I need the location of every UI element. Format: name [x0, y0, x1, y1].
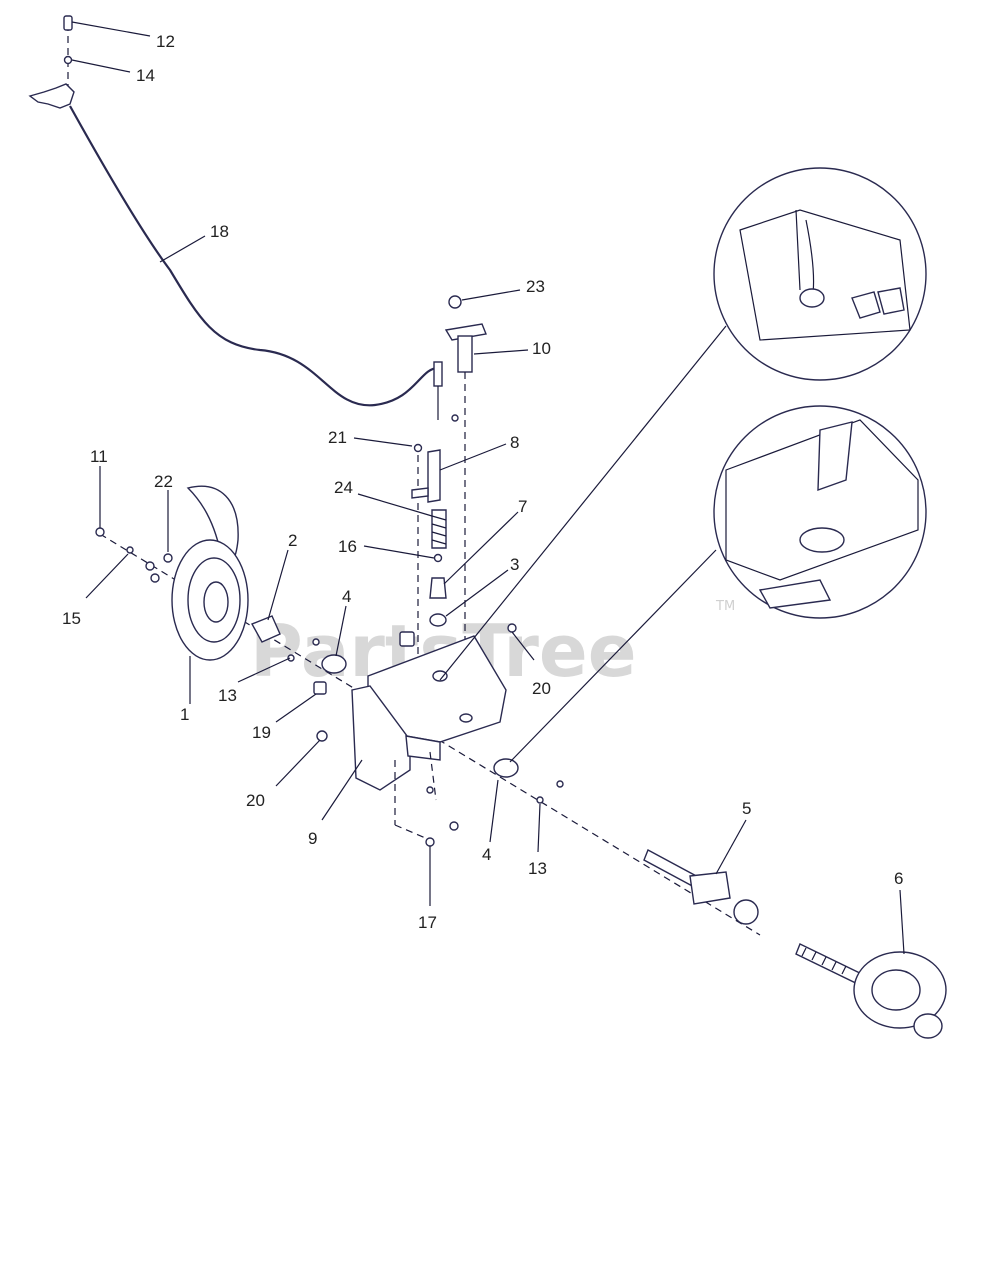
bearing-part-4-right	[493, 758, 519, 778]
callout-24: 24	[334, 478, 353, 497]
callout-22: 22	[154, 472, 173, 491]
bolt-part-20-right	[507, 623, 517, 633]
control-cable-part-18	[69, 105, 439, 407]
mounting-bracket-part-9	[316, 623, 517, 847]
callout-4-left: 4	[342, 587, 351, 606]
callout-10: 10	[532, 339, 551, 358]
pin-part-12	[63, 15, 73, 31]
coupler-part-5	[689, 871, 731, 905]
callout-18: 18	[210, 222, 229, 241]
callout-20-left: 20	[246, 791, 265, 810]
bolt-part-13-right	[536, 796, 544, 804]
clip-part-14	[63, 55, 73, 65]
washer-part-16	[433, 553, 443, 563]
bracket-part-8	[427, 449, 441, 503]
cable-end-fitting	[433, 361, 443, 387]
nut-part-19	[313, 681, 327, 695]
callout-9: 9	[308, 829, 317, 848]
hub-part-2	[251, 615, 281, 643]
callout-labels: 12 14 18 23 10 21 8 11 22 24 7 16 2 3 15…	[62, 32, 903, 932]
bolt-part-11	[95, 527, 105, 537]
rod-flange-part-10	[444, 323, 487, 341]
callout-16: 16	[338, 537, 357, 556]
callout-1: 1	[180, 705, 189, 724]
rod-sleeve-part-10	[457, 335, 473, 373]
nut-part-22	[163, 553, 173, 563]
watermark-trademark: TM	[715, 599, 735, 614]
detail-view-upper	[439, 167, 927, 681]
pulley-group	[95, 485, 761, 936]
callout-2: 2	[288, 531, 297, 550]
callout-4-right: 4	[482, 845, 491, 864]
callout-15: 15	[62, 609, 81, 628]
lift-rod-assembly	[399, 295, 487, 690]
callout-17: 17	[418, 913, 437, 932]
callout-23: 23	[526, 277, 545, 296]
callout-21: 21	[328, 428, 347, 447]
callout-20-right: 20	[532, 679, 551, 698]
detail-view-lower	[509, 405, 927, 763]
cable-assembly	[28, 15, 443, 420]
bearing-part-4-left	[321, 654, 347, 674]
drive-shaft-group	[493, 758, 947, 1039]
callout-6: 6	[894, 869, 903, 888]
callout-3: 3	[510, 555, 519, 574]
clip-bracket	[399, 631, 415, 647]
leader-lines	[71, 21, 905, 955]
nut-part-17	[425, 837, 435, 847]
callout-13-left: 13	[218, 686, 237, 705]
washer-part-15	[126, 546, 134, 554]
fitting-part-7	[429, 577, 447, 599]
callout-12: 12	[156, 32, 175, 51]
coupler-tube-part-5	[733, 899, 759, 925]
bolt-part-21	[413, 443, 423, 453]
bushing-part-3	[429, 613, 447, 627]
bolt-part-20-left	[316, 730, 328, 742]
callout-7: 7	[518, 497, 527, 516]
nut-part-23	[448, 295, 462, 309]
callout-14: 14	[136, 66, 155, 85]
cable-bracket	[28, 83, 75, 109]
callout-13-right: 13	[528, 859, 547, 878]
callout-19: 19	[252, 723, 271, 742]
callout-11: 11	[90, 447, 108, 466]
callout-5: 5	[742, 799, 751, 818]
callout-8: 8	[510, 433, 519, 452]
